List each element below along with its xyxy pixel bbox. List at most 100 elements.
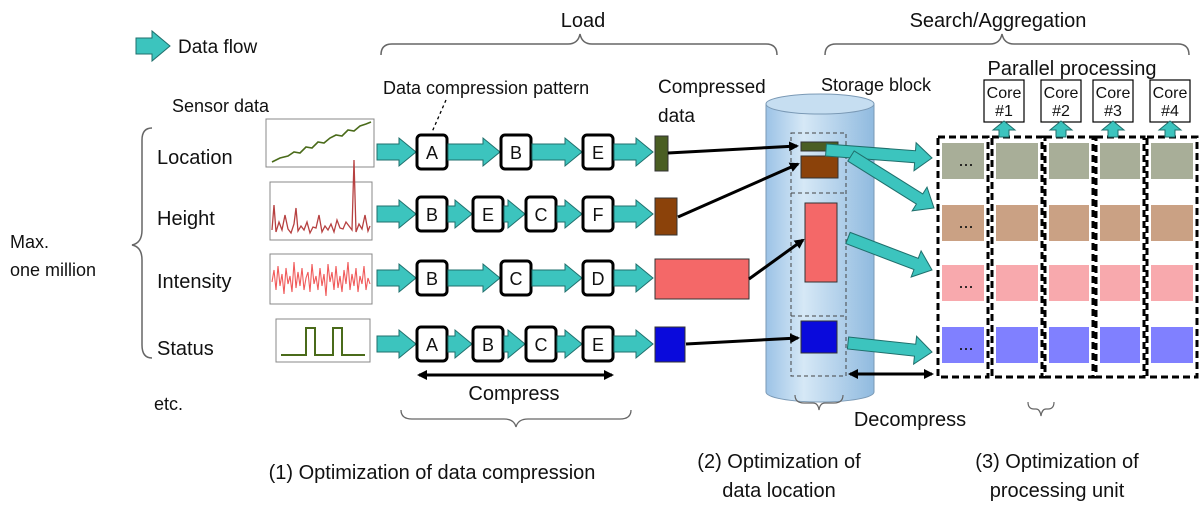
step-box-height-4 [581,195,615,233]
search-aggregation-brace [824,33,1190,56]
step-label-intensity-3: D [592,269,605,289]
decompress-arrow-intensity [845,231,933,278]
etc-label: etc. [154,394,183,414]
step-label-status-3: C [535,335,548,355]
grid-cell-height-0 [942,205,984,241]
step-box-height-1 [415,195,449,233]
legend: Data flow [135,29,257,63]
caption-2-line1: (2) Optimization of [697,451,861,473]
search-aggregation-header: Search/Aggregation [910,10,1087,32]
sensor-label-intensity: Intensity [157,271,231,293]
core-up-arrow-1 [991,120,1017,138]
compress-brace [400,409,632,428]
step-label-location-3: E [592,143,604,163]
flow-arrow-intensity-2 [447,262,501,294]
flow-arrow-height-4 [556,198,583,230]
step-label-intensity-2: C [510,269,523,289]
core-up-arrow-3 [1100,120,1126,138]
core-label-2-line1: Core [1044,85,1079,102]
decompress-arrow-location [825,141,933,172]
flow-arrow-location-out [613,136,654,168]
compressed-block-location [654,135,669,172]
flow-arrow-intensity-3 [531,262,583,294]
compressed-block-height [654,197,678,236]
decompress-arrow-status [846,335,933,366]
step-box-status-2 [471,325,505,363]
height-thumbnail [269,159,373,241]
compressed-data-label-line2: data [658,106,695,127]
processing-column-1 [990,135,1044,379]
core-up-arrow-2 [1048,120,1074,138]
step-box-location-1 [415,133,449,171]
flow-arrow-height-out [613,198,654,230]
grid-cell-location-3 [1100,143,1140,179]
stored-block-intensity [804,202,838,283]
grid-cell-intensity-2 [1049,265,1089,301]
step-label-height-2: E [482,205,494,225]
compression-pattern-label: Data compression pattern [383,78,589,98]
compression-pattern-leader [431,99,447,133]
storage-block-label: Storage block [821,75,932,95]
core-label-3-line1: Core [1096,85,1131,102]
sensor-label-height: Height [157,208,215,230]
step-box-location-3 [581,133,615,171]
flow-arrow-location-3 [531,136,583,168]
grid-cell-intensity-3 [1100,265,1140,301]
caption-3-line1: (3) Optimization of [975,451,1139,473]
max-label-line1: Max. [10,232,49,252]
step-label-status-4: E [592,335,604,355]
store-arrow-location [667,141,799,155]
caption-3-line2: processing unit [990,480,1125,502]
step-label-height-4: F [593,205,604,225]
flow-arrow-status-4 [556,328,583,360]
step-label-location-2: B [510,143,522,163]
flow-arrow-status-3 [503,328,526,360]
core-label-3-line2: #3 [1104,103,1122,120]
step-box-status-1 [415,325,449,363]
processing-column-2 [1043,135,1095,379]
sensor-label-location: Location [157,147,233,169]
processing-column-3 [1094,135,1146,379]
step-box-status-3 [524,325,558,363]
grid-cell-intensity-4 [1151,265,1193,301]
core-label-4-line2: #4 [1161,103,1179,120]
intensity-thumbnail [269,253,373,305]
core-label-4-line1: Core [1153,85,1188,102]
decompress-arrow-shape-location [825,141,933,172]
grid-cell-status-4 [1151,327,1193,363]
decompress-arrows [825,141,935,366]
step-box-intensity-3 [581,259,615,297]
grid-ellipsis-height: ... [958,212,973,232]
flow-arrow-intensity-1 [376,262,417,294]
compressed-block-status [654,326,686,363]
caption-1: (1) Optimization of data compression [269,462,596,484]
store-arrow-status [685,333,800,346]
flow-arrow-height-3 [503,198,526,230]
grid-cell-location-4 [1151,143,1193,179]
grid-ellipsis-location: ... [958,150,973,170]
decompress-label: Decompress [854,409,966,431]
sensor-label-status: Status [157,338,214,360]
grid-cell-location-0 [942,143,984,179]
storage-small-brace [794,394,844,411]
core-label-2-line2: #2 [1052,103,1070,120]
store-arrow-intensity [748,238,805,281]
grid-cell-status-2 [1049,327,1089,363]
step-box-status-4 [581,325,615,363]
flow-arrow-location-1 [376,136,417,168]
core-label-1-line1: Core [987,85,1022,102]
core-box-2 [1040,79,1082,123]
max-label-line2: one million [10,260,96,280]
flow-arrow-status-1 [376,328,417,360]
flow-arrow-intensity-out [613,262,654,294]
core-box-3 [1092,79,1134,123]
flow-arrow-status-out [613,328,654,360]
caption-2-line2: data location [722,480,835,502]
status-thumbnail [275,318,371,363]
decompress-arrow-height [847,150,935,212]
grid-cell-height-1 [996,205,1038,241]
step-label-intensity-1: B [426,269,438,289]
step-label-height-1: B [426,205,438,225]
